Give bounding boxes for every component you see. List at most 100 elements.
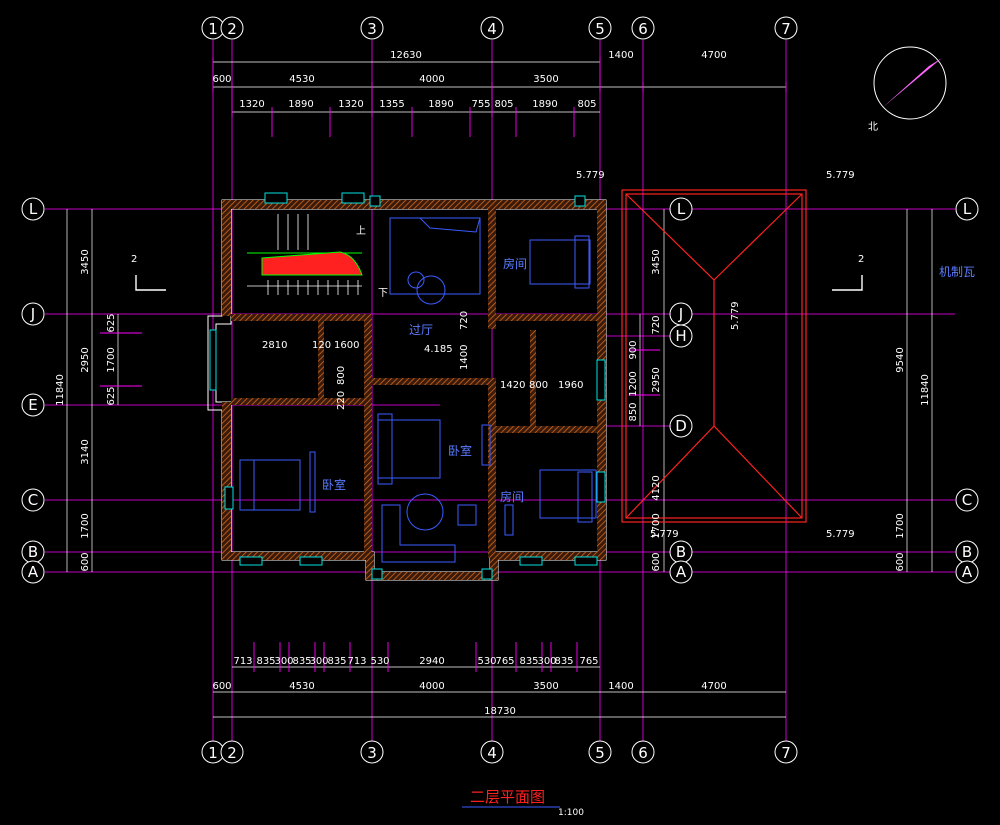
axis-B-left: B bbox=[28, 543, 38, 561]
dim-top-r3-2: 1320 bbox=[338, 99, 363, 110]
dim-bot-r1-7: 530 bbox=[370, 656, 389, 667]
inner-dim-2: 1600 bbox=[334, 340, 359, 351]
hall-elevation: 4.185 bbox=[424, 344, 453, 355]
dim-top-r3-0: 1320 bbox=[239, 99, 264, 110]
top-dim-ticks bbox=[212, 57, 787, 137]
elev-bottom-left: 5.779 bbox=[650, 529, 679, 540]
room-labels: 过厅 卧室 卧室 房间 房间 bbox=[322, 256, 527, 504]
room-room-top: 房间 bbox=[503, 256, 527, 271]
room-bedroom-left: 卧室 bbox=[322, 477, 346, 492]
dim-right-3: 1700 bbox=[895, 513, 906, 538]
dim-top-r2-4: 1400 bbox=[608, 50, 633, 61]
inner-dim-texts: 2810 120 1600 1400 720 1420 800 1960 220… bbox=[262, 311, 583, 410]
dim-left-0: 3450 bbox=[80, 249, 91, 274]
axis-3-top: 3 bbox=[367, 20, 377, 38]
roof-plan bbox=[621, 189, 807, 523]
inner-dim-7: 1960 bbox=[558, 380, 583, 391]
axis-J-left: J bbox=[30, 305, 35, 323]
dim-top-r3-4: 1890 bbox=[428, 99, 453, 110]
dim-bot-r2-5: 4700 bbox=[701, 681, 726, 692]
axis-D-mid: D bbox=[675, 417, 687, 435]
dim-bot-total: 18730 bbox=[484, 706, 516, 717]
axis-6-bottom: 6 bbox=[638, 744, 648, 762]
staircase bbox=[247, 251, 363, 276]
axis-C-left: C bbox=[28, 491, 38, 509]
north-label: 北 bbox=[868, 121, 878, 133]
room-hall: 过厅 bbox=[409, 323, 433, 337]
section-mark-left: 2 bbox=[131, 254, 137, 265]
top-dim-texts: 12630 600 4530 4000 3500 1400 4700 1320 … bbox=[212, 50, 726, 110]
side-dimension-lines bbox=[66, 209, 933, 572]
inner-dim-3: 1400 bbox=[459, 345, 470, 370]
inner-dim-1: 120 bbox=[312, 340, 331, 351]
dim-bot-r1-9: 530 bbox=[477, 656, 496, 667]
axis-7-top: 7 bbox=[781, 20, 791, 38]
dim-top-r2-5: 4700 bbox=[701, 50, 726, 61]
dim-right-4: 600 bbox=[895, 552, 906, 571]
axis-A-left: A bbox=[28, 563, 39, 581]
dim-top-r3-5: 755 bbox=[471, 99, 490, 110]
bottom-dim-texts: 713 835 300 835 300 835 713 530 2940 530… bbox=[212, 656, 726, 717]
axis-labels-left: L J E C B A bbox=[28, 200, 39, 581]
dim-top-r2-3: 3500 bbox=[533, 74, 558, 85]
dim-bot-r1-6: 713 bbox=[347, 656, 366, 667]
roof-elevations: 5.779 5.779 5.779 5.779 5.779 bbox=[576, 170, 855, 540]
dim-mid-2: 900 bbox=[628, 340, 639, 359]
inner-dim-5: 1420 bbox=[500, 380, 525, 391]
right-dim-texts: 11840 9540 1700 600 bbox=[895, 347, 931, 571]
dim-bot-r2-4: 1400 bbox=[608, 681, 633, 692]
room-room-bottom: 房间 bbox=[500, 489, 524, 504]
inner-dim-9: 800 bbox=[336, 366, 347, 385]
dim-top-r2-0: 600 bbox=[212, 74, 231, 85]
dim-bot-r1-3: 835 bbox=[292, 656, 311, 667]
dim-mid-1: 720 bbox=[651, 315, 662, 334]
dim-top-r2-2: 4000 bbox=[419, 74, 444, 85]
axis-labels-right: L C B A bbox=[962, 200, 973, 581]
axis-2-bottom: 2 bbox=[227, 744, 237, 762]
room-bedroom-center: 卧室 bbox=[448, 443, 472, 458]
axis-E-left: E bbox=[28, 396, 37, 414]
axis-C-right: C bbox=[962, 491, 972, 509]
dim-bot-r1-14: 765 bbox=[579, 656, 598, 667]
elev-bottom-right: 5.779 bbox=[826, 529, 855, 540]
axis-7-bottom: 7 bbox=[781, 744, 791, 762]
dim-right-total: 11840 bbox=[920, 374, 931, 406]
dim-left-inner-1: 1700 bbox=[106, 347, 117, 372]
axis-5-top: 5 bbox=[595, 20, 605, 38]
dim-left-1: 2950 bbox=[80, 347, 91, 372]
dim-mid-6: 4120 bbox=[651, 475, 662, 500]
section-labels: 2 2 机制瓦 bbox=[131, 254, 975, 279]
inner-dim-0: 2810 bbox=[262, 340, 287, 351]
top-dimension-lines bbox=[213, 61, 786, 113]
bottom-dim-ticks bbox=[253, 642, 578, 672]
stair-labels: 上 下 bbox=[356, 225, 388, 299]
dim-left-total: 11840 bbox=[55, 374, 66, 406]
north-arrow bbox=[873, 46, 947, 120]
drawing-title: 二层平面图 bbox=[470, 788, 545, 806]
dim-mid-7: 1700 bbox=[651, 513, 662, 538]
dim-bot-r1-0: 713 bbox=[233, 656, 252, 667]
dim-mid-4: 850 bbox=[628, 402, 639, 421]
dim-top-r3-1: 1890 bbox=[288, 99, 313, 110]
axis-3-bottom: 3 bbox=[367, 744, 377, 762]
side-dim-ticks bbox=[100, 332, 660, 396]
grid-lines bbox=[45, 40, 955, 745]
axis-labels-bottom: 1 2 3 4 5 6 7 bbox=[208, 744, 791, 762]
mid-dim-texts: 3450 720 900 1200 850 2950 4120 1700 600 bbox=[628, 249, 662, 571]
section-mark-right: 2 bbox=[858, 254, 864, 265]
stair-down-label: 下 bbox=[378, 288, 388, 299]
dim-bot-r1-4: 300 bbox=[309, 656, 328, 667]
dim-bot-r1-5: 835 bbox=[327, 656, 346, 667]
dim-mid-8: 600 bbox=[651, 552, 662, 571]
dim-bot-r1-8: 2940 bbox=[419, 656, 444, 667]
dim-left-4: 600 bbox=[80, 552, 91, 571]
elev-top-right: 5.779 bbox=[826, 170, 855, 181]
dim-top-r3-8: 805 bbox=[577, 99, 596, 110]
dim-top-r2-1: 4530 bbox=[289, 74, 314, 85]
axis-L-right: L bbox=[963, 200, 972, 218]
axis-labels-top: 1 2 3 4 5 6 7 bbox=[208, 20, 791, 38]
dim-bot-r2-2: 4000 bbox=[419, 681, 444, 692]
dim-bot-r2-3: 3500 bbox=[533, 681, 558, 692]
axis-L-mid: L bbox=[677, 200, 686, 218]
roof-note: 机制瓦 bbox=[939, 265, 975, 279]
